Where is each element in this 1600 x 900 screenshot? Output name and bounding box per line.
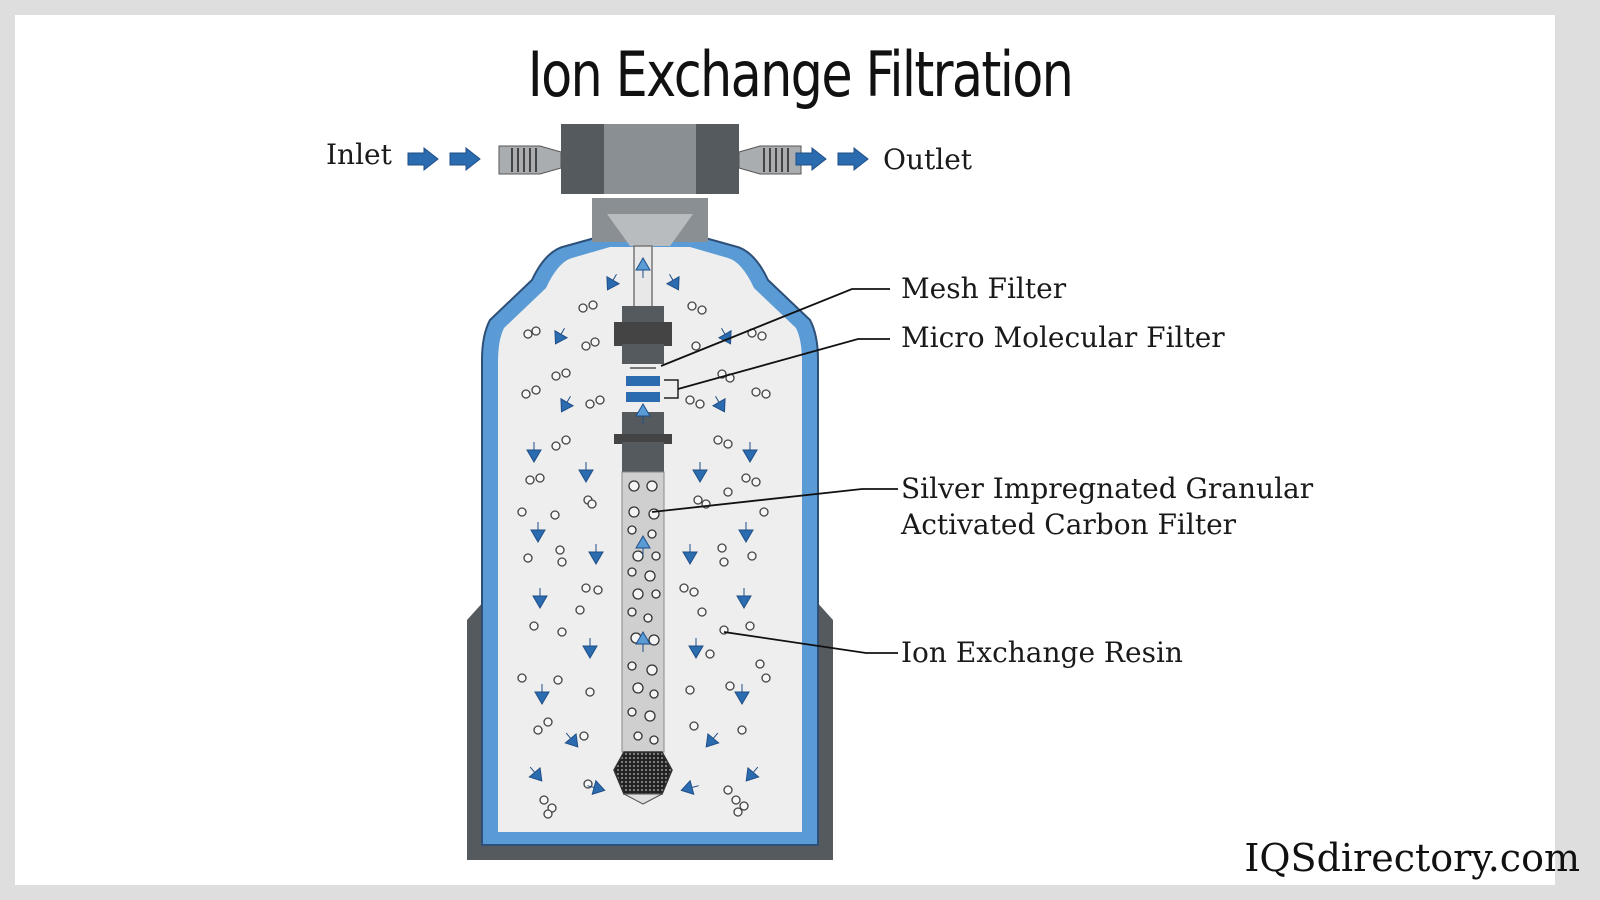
flow-arrows-up [635,257,651,652]
carbon-filter-cap [614,412,672,472]
bottom-strainer [613,751,673,805]
brand-watermark: IQSdirectory.com [1244,836,1580,880]
micro-molecular-filter [626,376,660,402]
ion-exchange-resin-beads [517,300,771,819]
leader-carbon-filter [651,488,898,513]
carbon-filter-label-line1: Silver Impregnated Granular [901,472,1314,505]
mesh-filter-label: Mesh Filter [901,272,1067,305]
outlet-label: Outlet [883,143,973,176]
outlet-port [738,145,802,175]
top-head [561,124,739,246]
outlet-arrows [795,146,869,172]
carbon-filter-label-line2: Activated Carbon Filter [901,508,1237,541]
micro-molecular-filter-label: Micro Molecular Filter [901,321,1225,354]
diagram-title: Ion Exchange Filtration [527,38,1074,111]
leader-micro-molecular-filter [677,338,890,390]
leader-ion-exchange-resin [723,631,898,654]
mesh-filter [614,306,672,369]
carbon-granules [627,480,661,745]
leader-lines [651,288,898,654]
inlet-port [498,145,562,175]
ion-exchange-resin-label: Ion Exchange Resin [901,636,1183,669]
flow-arrows-down [526,273,760,795]
leader-mesh-filter [660,288,890,367]
inlet-arrows [407,146,481,172]
inlet-label: Inlet [326,138,392,171]
